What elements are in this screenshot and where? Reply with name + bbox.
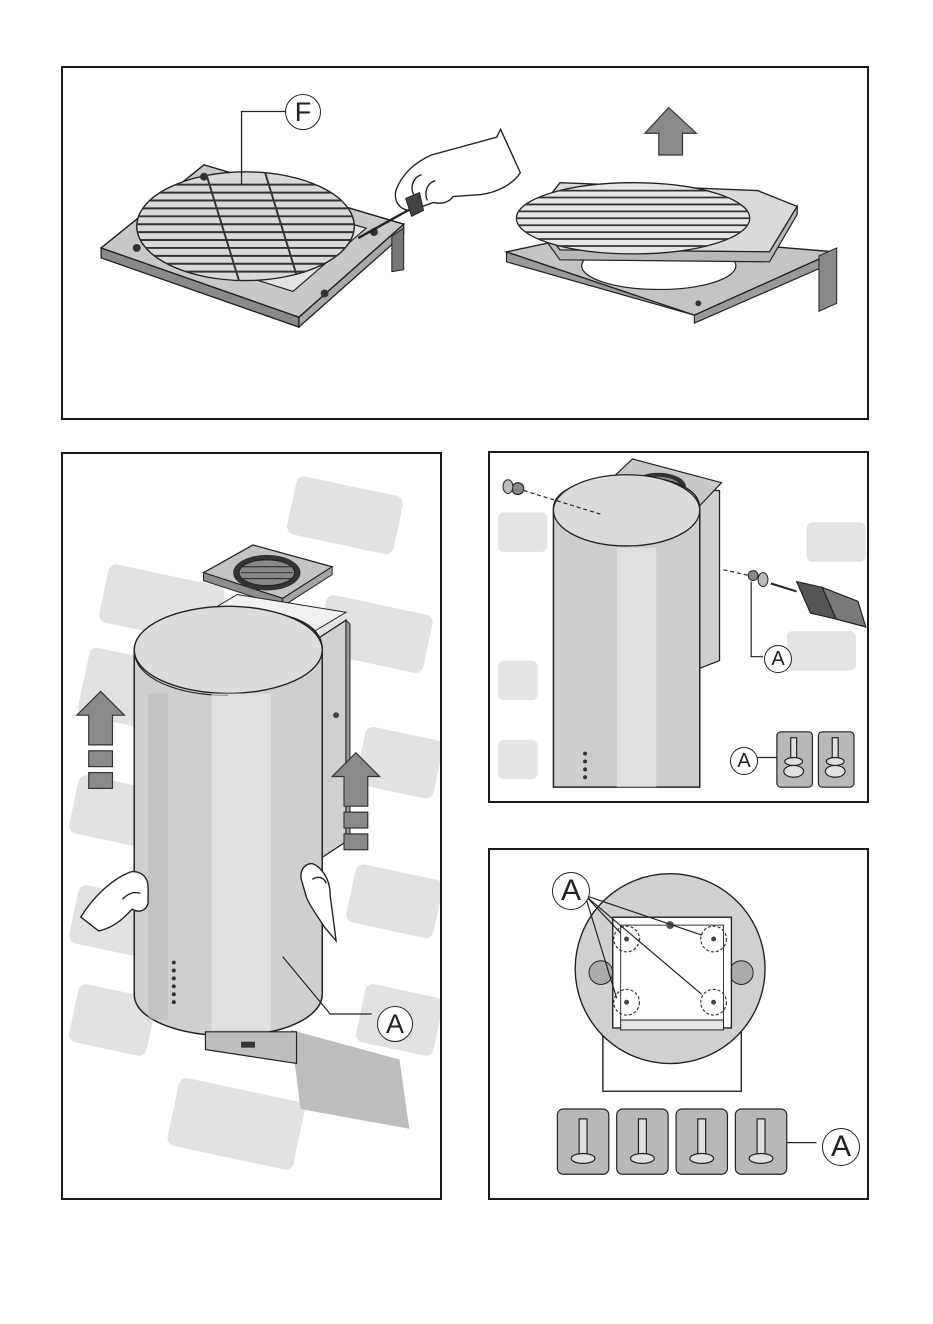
screw-fixing-illustration: [490, 453, 867, 801]
screwdriver-icon: [771, 582, 866, 627]
underside-fixing-illustration: [490, 850, 867, 1198]
grille-removal-illustration: [63, 68, 867, 418]
callout-a-screw: A: [764, 645, 792, 673]
callout-a-parts: A: [822, 1128, 860, 1166]
callout-a-chimney: A: [377, 1006, 413, 1042]
figure-panel-grille-removal: F: [61, 66, 869, 420]
screw-parts: [557, 1109, 786, 1174]
callout-a-underside: A: [552, 872, 590, 910]
screw-icon: [512, 483, 524, 495]
figure-panel-hood-mounting: A: [61, 452, 442, 1200]
hood-mounting-illustration: [63, 454, 440, 1198]
callout-a-parts: A: [730, 747, 758, 775]
screw-icon: [748, 571, 758, 581]
figure-panel-screw-fixing: A A: [488, 451, 869, 803]
up-arrow-icon: [645, 108, 696, 155]
figure-panel-underside-fixing: A A: [488, 848, 869, 1200]
callout-f: F: [285, 94, 321, 130]
screw-parts: [777, 732, 854, 787]
